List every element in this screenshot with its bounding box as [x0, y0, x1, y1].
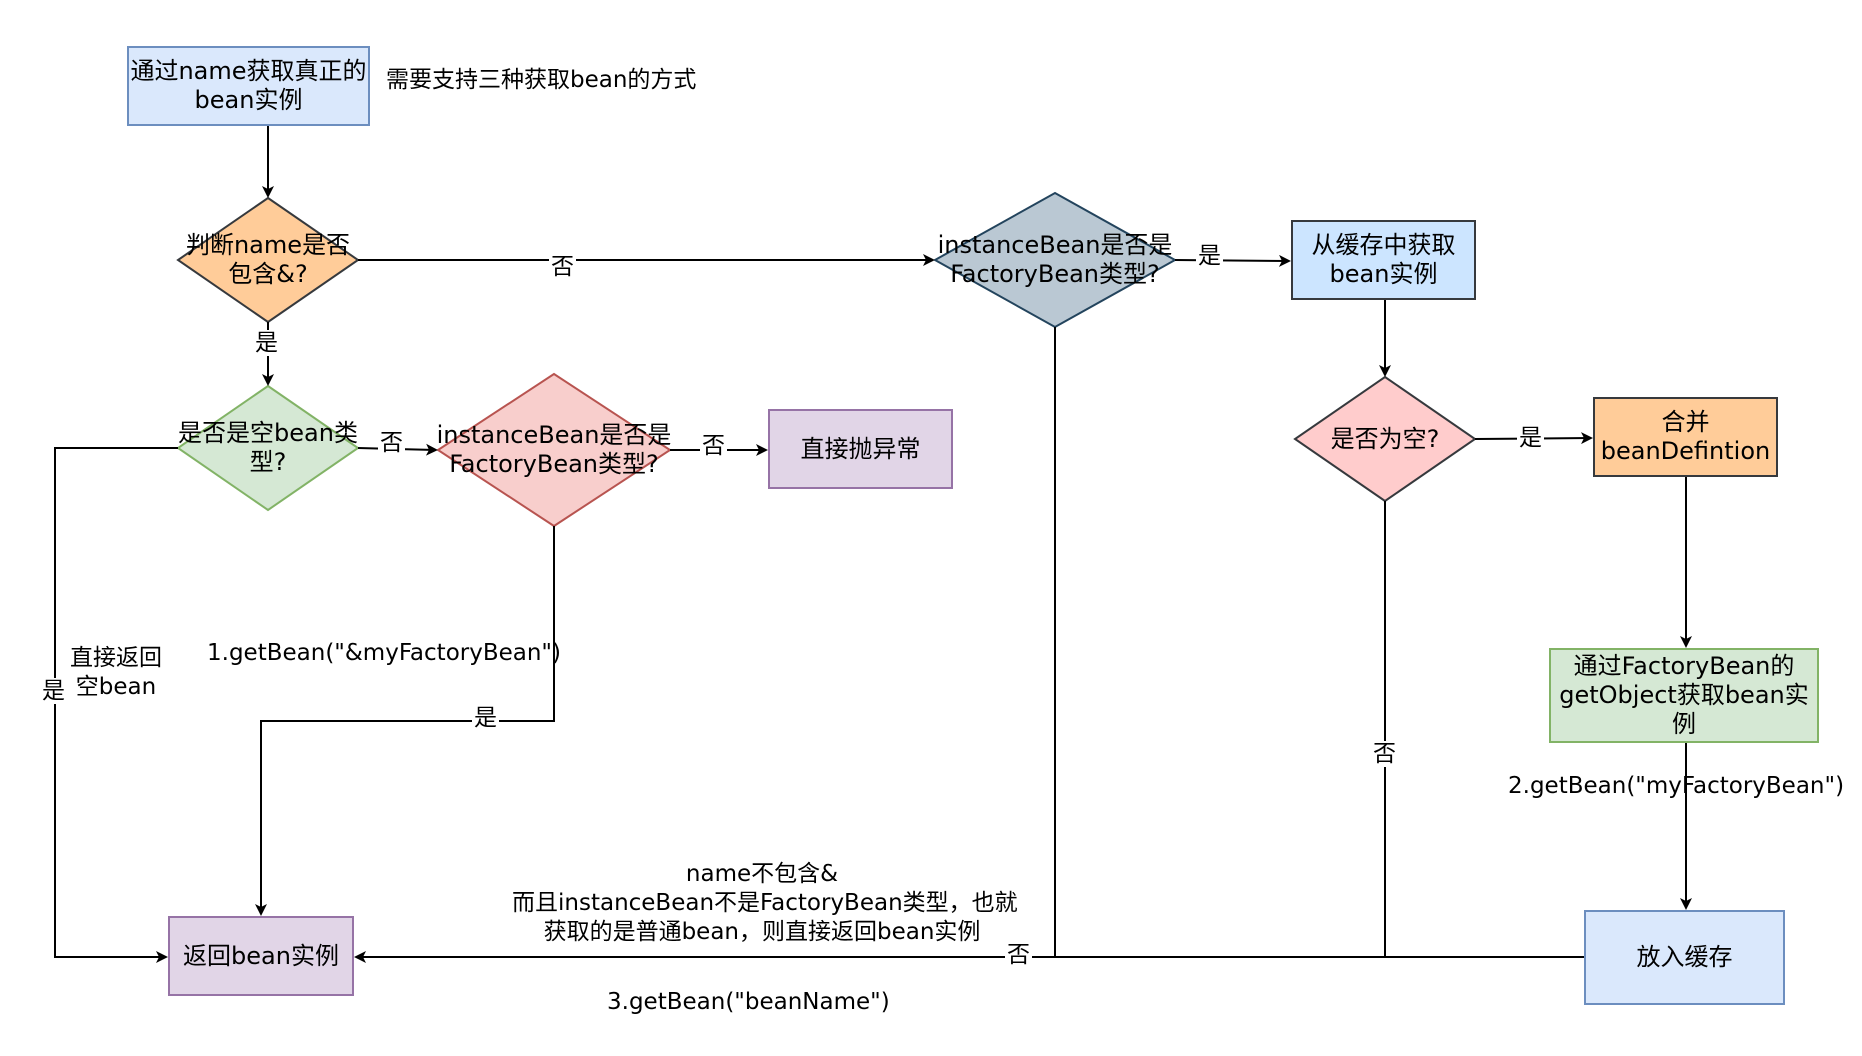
edge-fbtop-to-cache — [1174, 254, 1291, 267]
return-null-note: 直接返回 空bean — [70, 644, 162, 702]
get-from-cache-line1: 从缓存中获取 — [1311, 231, 1456, 259]
check-ampersand-line1: 判断name是否 — [185, 231, 351, 259]
normal-bean-line3: 获取的是普通bean，则直接返回bean实例 — [543, 919, 981, 945]
edge-label-amp-no: 否 — [549, 254, 576, 280]
edge-label-empty-yes: 是 — [1517, 425, 1544, 451]
return-null-line1: 直接返回 — [70, 645, 162, 671]
three-ways-note: 需要支持三种获取bean的方式 — [386, 67, 697, 93]
return-bean-label: 返回bean实例 — [183, 941, 339, 970]
edge-label-fbleft-yes: 是 — [472, 705, 499, 731]
get-from-cache-line2: bean实例 — [1329, 260, 1438, 288]
edge-label-fbtop-no: 否 — [1005, 942, 1032, 968]
get-from-cache-node: 从缓存中获取 bean实例 — [1291, 220, 1476, 300]
return-null-line2: 空bean — [75, 674, 157, 700]
edge-fbleft-yes-to-return — [255, 526, 555, 916]
get-object-line2: getObject获取bean实例 — [1559, 681, 1809, 738]
get-object-node: 通过FactoryBean的 getObject获取bean实例 — [1549, 648, 1819, 743]
edge-label-empty-no: 否 — [1371, 741, 1398, 767]
check-empty-node: 是否为空? — [1295, 377, 1475, 501]
edge-label-amp-yes: 是 — [253, 330, 280, 356]
normal-bean-note: name不包含& 而且instanceBean不是FactoryBean类型，也… — [512, 860, 1018, 947]
edge-label-fbtop-yes: 是 — [1196, 243, 1223, 269]
check-factorybean-top-line1: instanceBean是否是 — [937, 231, 1173, 259]
edge-label-null-yes: 是 — [40, 678, 67, 704]
check-factorybean-top-line2: FactoryBean类型? — [950, 260, 1160, 288]
call3-note: 3.getBean("beanName") — [607, 989, 890, 1015]
check-null-bean-shape — [176, 384, 360, 512]
check-ampersand-line2: 包含&? — [228, 260, 308, 288]
normal-bean-line1: name不包含& — [685, 861, 839, 887]
start-node: 通过name获取真正的 bean实例 — [127, 46, 370, 126]
check-null-bean-line1: 是否是空bean类 — [178, 419, 358, 447]
put-cache-label: 放入缓存 — [1636, 943, 1733, 971]
start-node-line1: 通过name获取真正的 — [130, 57, 367, 85]
call2-note: 2.getBean("myFactoryBean") — [1508, 773, 1845, 799]
check-null-bean-node: 是否是空bean类 型? — [170, 386, 366, 510]
get-object-line1: 通过FactoryBean的 — [1573, 652, 1795, 680]
throw-exception-node: 直接抛异常 — [768, 409, 953, 489]
merge-definition-line2: beanDefintion — [1600, 437, 1771, 465]
check-factorybean-top-node: instanceBean是否是 FactoryBean类型? — [925, 193, 1185, 327]
merge-definition-line1: 合并 — [1661, 408, 1710, 436]
return-bean-node: 返回bean实例 — [168, 916, 354, 996]
check-empty-label: 是否为空? — [1330, 424, 1440, 453]
edge-label-fbleft-no: 否 — [700, 433, 727, 459]
check-factorybean-left-node: instanceBean是否是 FactoryBean类型? — [430, 374, 678, 526]
edge-label-null-no: 否 — [378, 430, 405, 456]
check-null-bean-line2: 型? — [249, 448, 287, 476]
start-node-line2: bean实例 — [194, 86, 303, 114]
throw-exception-label: 直接抛异常 — [800, 434, 921, 463]
check-factorybean-left-line1: instanceBean是否是 — [436, 421, 672, 449]
edge-null-yes-to-return — [54, 447, 178, 963]
check-ampersand-node: 判断name是否 包含&? — [178, 198, 358, 322]
normal-bean-line2: 而且instanceBean不是FactoryBean类型，也就 — [512, 890, 1018, 916]
check-factorybean-left-line2: FactoryBean类型? — [449, 450, 659, 478]
put-cache-node: 放入缓存 — [1584, 910, 1785, 1005]
call1-note: 1.getBean("&myFactoryBean") — [207, 640, 561, 666]
merge-definition-node: 合并 beanDefintion — [1593, 397, 1778, 477]
